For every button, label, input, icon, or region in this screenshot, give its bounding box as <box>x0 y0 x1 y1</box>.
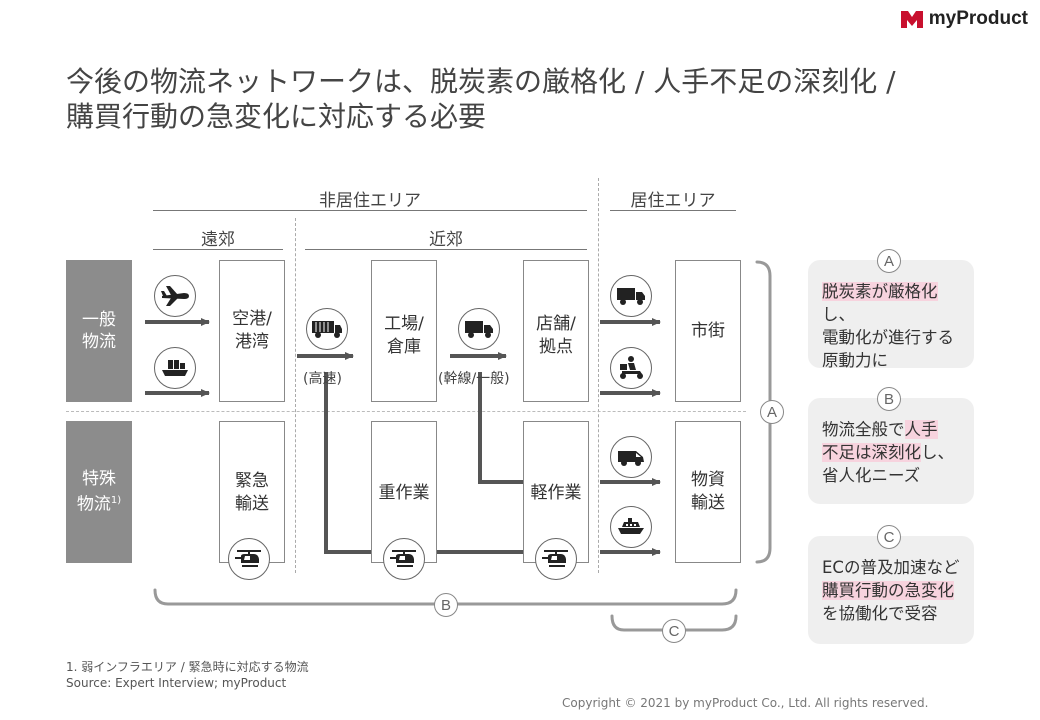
bracket-letter-b: B <box>434 593 458 617</box>
drone-icon-emergency <box>228 538 270 580</box>
node-city: 市街 <box>675 260 741 402</box>
divider-far-near <box>295 218 296 573</box>
title-line-1: 今後の物流ネットワークは、脱炭素の厳格化 / 人手不足の深刻化 / <box>66 65 896 98</box>
page-title: 今後の物流ネットワークは、脱炭素の厳格化 / 人手不足の深刻化 / 購買行動の急… <box>66 64 896 134</box>
zone-suburban-near: 近郊 <box>429 230 463 250</box>
divider-rows <box>66 411 746 412</box>
cargo-ship-icon <box>154 347 196 389</box>
delivery-scooter-icon <box>610 347 652 389</box>
drone-icon-heavy <box>383 538 425 580</box>
title-line-2: 購買行動の急変化に対応する必要 <box>66 100 487 133</box>
zone-rule-residential <box>610 210 736 211</box>
zone-rule-suburban-near <box>305 249 587 250</box>
zone-suburban-far: 遠郊 <box>201 230 235 250</box>
callout-a: 脱炭素が厳格化し、 電動化が進行する 原動力に <box>808 260 974 370</box>
callout-c: ECの普及加速など 購買行動の急変化 を協働化で受容 <box>808 536 974 644</box>
callout-letter-a: A <box>877 249 901 273</box>
brand-logo: myProduct <box>900 8 1028 30</box>
row-label-general: 一般物流 <box>66 260 132 402</box>
container-truck-icon <box>306 308 348 350</box>
label-trunk-general: (幹線/一般) <box>438 371 510 387</box>
callout-letter-c: C <box>877 525 901 549</box>
delivery-truck-icon <box>610 275 652 317</box>
copyright: Copyright © 2021 by myProduct Co., Ltd. … <box>562 696 929 710</box>
node-supplies-transport: 物資輸送 <box>675 421 741 563</box>
footnote-note: 1. 弱インフラエリア / 緊急時に対応する物流 <box>66 660 309 674</box>
divider-residential <box>598 178 599 573</box>
row-label-special: 特殊物流1) <box>66 421 132 563</box>
zone-rule-suburban-far <box>153 249 283 250</box>
van-icon <box>610 436 652 478</box>
zone-residential: 居住エリア <box>630 191 716 211</box>
node-store-hub: 店舗/拠点 <box>523 260 589 402</box>
bracket-letter-c: C <box>662 619 686 643</box>
node-factory-warehouse: 工場/倉庫 <box>371 260 437 402</box>
zone-rule-non-residential <box>153 210 587 211</box>
node-airport-port: 空港/港湾 <box>219 260 285 402</box>
label-highway: (高速) <box>303 371 342 387</box>
airplane-icon <box>154 275 196 317</box>
ferry-icon <box>610 506 652 548</box>
callout-b: 物流全般で人手 不足は深刻化し、 省人化ニーズ <box>808 398 974 504</box>
footnote: 1. 弱インフラエリア / 緊急時に対応する物流 Source: Expert … <box>66 659 309 691</box>
drone-icon-light <box>535 538 577 580</box>
brand-name: myProduct <box>928 8 1028 29</box>
brand-mark-icon <box>900 11 923 28</box>
callout-letter-b: B <box>877 387 901 411</box>
truck-icon <box>458 308 500 350</box>
bracket-letter-a: A <box>760 400 784 424</box>
footnote-source: Source: Expert Interview; myProduct <box>66 676 287 690</box>
zone-non-residential: 非居住エリア <box>319 191 421 211</box>
